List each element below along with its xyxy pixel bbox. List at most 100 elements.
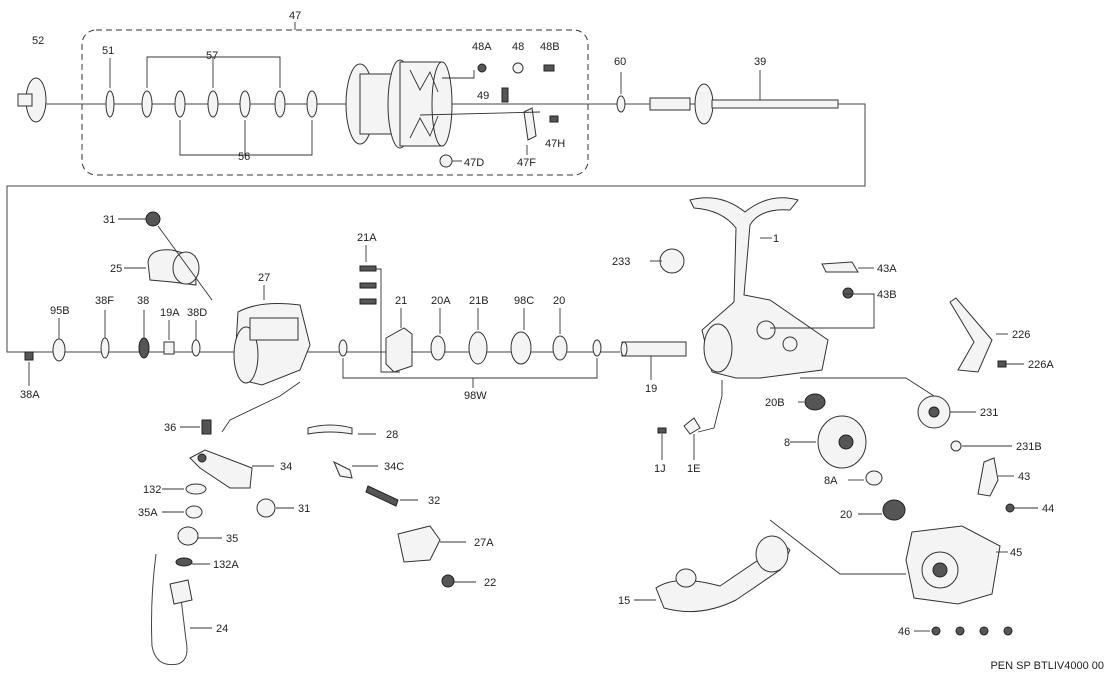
- spool-group: [17, 22, 865, 176]
- callout-95B: 95B: [50, 305, 70, 317]
- callout-8: 8: [784, 437, 790, 449]
- callout-48A: 48A: [472, 41, 492, 53]
- callout-25: 25: [110, 263, 122, 275]
- washer-57b: [207, 90, 219, 118]
- screw-38A: [24, 351, 34, 361]
- nut-95B: [52, 338, 66, 362]
- bearing-20-right: [882, 499, 906, 521]
- rotor-27: [233, 303, 311, 386]
- bushing-35: [177, 526, 199, 546]
- washer-56b: [239, 90, 251, 118]
- callout-27A: 27A: [474, 537, 494, 549]
- callout-231B: 231B: [1016, 441, 1042, 453]
- screw-22: [441, 574, 455, 588]
- callout-38D: 38D: [187, 307, 207, 319]
- callout-1: 1: [773, 233, 779, 245]
- callout-31-bottom: 31: [298, 503, 310, 515]
- callout-34: 34: [280, 461, 292, 473]
- reel-body-1: [689, 197, 829, 379]
- callout-8A: 8A: [824, 475, 838, 487]
- callout-21A: 21A: [357, 232, 377, 244]
- callout-19A: 19A: [160, 307, 180, 319]
- callout-1J: 1J: [654, 463, 666, 475]
- washer-132A: [175, 557, 193, 567]
- callout-27: 27: [258, 272, 270, 284]
- spring-49: [501, 87, 509, 103]
- callout-47H: 47H: [545, 138, 565, 150]
- screw-46a: [931, 626, 941, 636]
- callout-57: 57: [206, 50, 218, 62]
- plate-21: [385, 327, 413, 373]
- main-shaft-part: [649, 83, 839, 125]
- screw-44: [1005, 503, 1015, 513]
- part-47D: [439, 154, 453, 168]
- washer-57c: [274, 90, 286, 118]
- callout-21B: 21B: [469, 295, 489, 307]
- callout-45: 45: [1010, 547, 1022, 559]
- callout-34C: 34C: [384, 461, 404, 473]
- callout-24: 24: [216, 623, 228, 635]
- clip-1E: [657, 417, 701, 435]
- callout-48: 48: [512, 41, 524, 53]
- washer-231B: [950, 440, 962, 452]
- washer-98-a: [338, 339, 348, 357]
- screw-46d: [1003, 626, 1013, 636]
- part-38: [138, 337, 150, 359]
- callout-19: 19: [645, 383, 657, 395]
- lever-226: [949, 297, 993, 373]
- bearing-20B: [804, 393, 826, 411]
- washer-98-b: [592, 339, 602, 357]
- callout-47D: 47D: [464, 157, 484, 169]
- callout-35: 35: [226, 533, 238, 545]
- washer-56c: [306, 90, 318, 118]
- callout-233: 233: [612, 256, 630, 268]
- document-code: PEN SP BTLIV4000 00: [990, 660, 1104, 672]
- callout-51: 51: [102, 45, 114, 57]
- drag-knob-part: [17, 77, 47, 123]
- part-48A: [477, 63, 487, 73]
- roller-31-top: [145, 211, 161, 227]
- clutch-98C: [510, 331, 532, 365]
- screw-36: [201, 419, 212, 435]
- bail-wire-24: [151, 553, 188, 666]
- callout-35A: 35A: [138, 507, 158, 519]
- callout-132A: 132A: [213, 559, 239, 571]
- rotor-group: [24, 211, 311, 386]
- callout-231: 231: [980, 407, 998, 419]
- screw-21A-a: [359, 265, 377, 272]
- bearing-21B: [468, 331, 488, 365]
- callout-20-right: 20: [840, 509, 852, 521]
- washer-8A: [865, 470, 883, 486]
- callout-56: 56: [238, 151, 250, 163]
- callout-226A: 226A: [1028, 359, 1054, 371]
- spacer-38F: [100, 337, 110, 359]
- part-47F: [523, 107, 537, 141]
- callout-39: 39: [754, 56, 766, 68]
- pinion-gear-19: [620, 341, 687, 357]
- screw-43B: [842, 287, 854, 299]
- callout-46: 46: [898, 626, 910, 638]
- callout-132: 132: [143, 484, 161, 496]
- cover-27A: [397, 525, 441, 563]
- drive-gear-8: [817, 415, 867, 469]
- callout-226: 226: [1012, 329, 1030, 341]
- callout-20A: 20A: [431, 295, 451, 307]
- callout-98W: 98W: [464, 390, 487, 402]
- callout-38F: 38F: [95, 295, 114, 307]
- washer-51: [105, 90, 115, 118]
- callout-20B: 20B: [765, 397, 785, 409]
- callout-20-mid: 20: [553, 295, 565, 307]
- screw-226A: [997, 360, 1007, 368]
- screw-46c: [979, 626, 989, 636]
- callout-36: 36: [164, 422, 176, 434]
- washer-132: [185, 483, 207, 495]
- callout-15: 15: [618, 595, 630, 607]
- callout-38A: 38A: [20, 389, 40, 401]
- callout-31-top: 31: [103, 214, 115, 226]
- callout-21: 21: [395, 295, 407, 307]
- washer-56a: [174, 90, 186, 118]
- callout-32: 32: [428, 495, 440, 507]
- bail-arm-25: [147, 249, 200, 286]
- screw-46b: [955, 626, 965, 636]
